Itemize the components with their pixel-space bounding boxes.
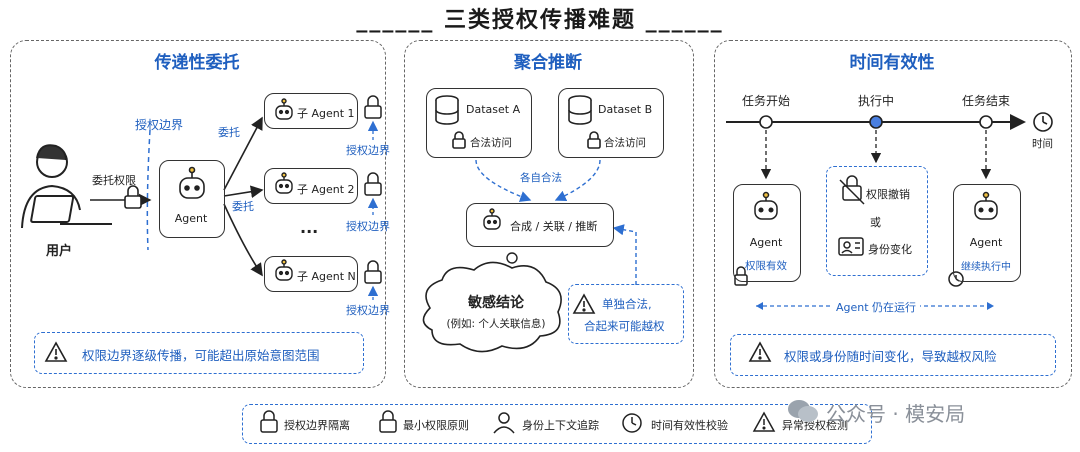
warning-icon — [572, 293, 596, 314]
panel-title-aggregation: 聚合推断 — [514, 53, 582, 73]
agent-start-label: Agent — [749, 236, 783, 249]
legal-access-a: 合法访问 — [470, 137, 512, 149]
warning-box-aggregation — [568, 284, 684, 344]
perm-valid-label: 权限有效 — [745, 260, 787, 272]
change-box — [826, 166, 928, 276]
legend-item-identity: 身份上下文追踪 — [522, 419, 599, 432]
robot-icon — [483, 208, 501, 230]
wechat-icon — [788, 400, 818, 422]
dataset-b-label: Dataset B — [598, 103, 653, 116]
task-end-label: 任务结束 — [961, 94, 1010, 108]
legend-item-time: 时间有效性校验 — [651, 419, 728, 432]
lock-icon — [260, 410, 278, 433]
ellipsis: ... — [300, 218, 319, 237]
timeline-node-start — [759, 115, 773, 129]
user-icon — [21, 144, 112, 229]
revoke-label: 权限撤销 — [866, 188, 910, 201]
warning-text-aggregation-1: 单独合法, — [602, 297, 652, 311]
user-label: 用户 — [46, 244, 73, 259]
sub-agent-1-label: 子 Agent 1 — [297, 107, 355, 120]
entrust-permission-label: 委托权限 — [92, 174, 136, 187]
watermark-text: 公众号 · 模安局 — [826, 402, 966, 426]
sub-agent-n-box[interactable] — [264, 256, 358, 292]
panel-transitive — [10, 40, 386, 388]
boundary-label-2: 授权边界 — [346, 220, 390, 233]
legend-item-boundary: 授权边界隔离 — [284, 419, 350, 432]
sub-agent-n-label: 子 Agent N — [297, 270, 356, 283]
legend-item-least-privilege: 最小权限原则 — [403, 419, 469, 432]
id-card-icon — [838, 237, 864, 256]
warning-box-temporal — [730, 334, 1056, 376]
lock-icon — [379, 410, 397, 433]
legend-item-anomaly: 异常授权检测 — [782, 419, 848, 432]
panel-aggregation — [404, 40, 694, 388]
delegate-label-1: 委托 — [218, 126, 240, 139]
lock-icon — [364, 260, 382, 284]
robot-icon — [275, 259, 293, 281]
legal-access-b: 合法访问 — [604, 137, 646, 149]
agent-end-box[interactable] — [953, 184, 1021, 282]
identity-change-label: 身份变化 — [868, 243, 912, 256]
warning-text-aggregation-2: 合起来可能越权 — [584, 319, 665, 333]
lock-icon — [587, 131, 601, 149]
delegate-label-2: 委托 — [232, 200, 254, 213]
agent-label: Agent — [174, 212, 208, 225]
dataset-a-label: Dataset A — [466, 103, 521, 116]
boundary-label-n: 授权边界 — [346, 304, 390, 317]
agent-start-box[interactable] — [733, 184, 801, 282]
page-title: ______ 三类授权传播难题 ______ — [356, 8, 724, 33]
lock-icon — [364, 172, 382, 196]
sub-agent-2-box[interactable] — [264, 168, 358, 204]
continue-label: 继续执行中 — [961, 262, 1011, 273]
robot-icon — [179, 166, 205, 199]
boundary-label-1: 授权边界 — [346, 144, 390, 157]
warning-icon — [44, 341, 68, 362]
lock-icon — [452, 131, 466, 149]
agent-end-label: Agent — [969, 236, 1003, 249]
warning-icon — [748, 341, 772, 362]
database-icon — [435, 95, 459, 125]
lock-icon — [124, 185, 142, 209]
sub-agent-2-label: 子 Agent 2 — [297, 183, 355, 196]
warning-icon — [752, 411, 776, 432]
dataset-b-box[interactable] — [558, 88, 664, 158]
panel-title-temporal: 时间有效性 — [849, 53, 935, 73]
sub-agent-1-box[interactable] — [264, 93, 358, 129]
warning-text-transitive: 权限边界逐级传播，可能超出原始意图范围 — [82, 348, 320, 363]
panel-temporal — [714, 40, 1072, 388]
panel-title-transitive: 传递性委托 — [154, 53, 240, 73]
clock-icon — [622, 413, 642, 433]
timeline-node-progress — [869, 115, 883, 129]
watermark: 公众号 · 模安局 — [786, 396, 1048, 426]
timeline-node-end — [979, 115, 993, 129]
or-label: 或 — [870, 216, 881, 229]
robot-icon — [974, 191, 998, 220]
warning-text-temporal: 权限或身份随时间变化，导致越权风险 — [784, 349, 997, 364]
in-progress-label: 执行中 — [857, 94, 894, 108]
each-legal-label: 各自合法 — [520, 172, 562, 184]
lock-icon — [364, 95, 382, 119]
clock-icon — [1033, 112, 1053, 132]
task-start-label: 任务开始 — [741, 94, 790, 108]
warning-box-transitive — [34, 332, 364, 374]
dataset-a-box[interactable] — [426, 88, 532, 158]
database-icon — [568, 95, 592, 125]
sensitive-cloud — [422, 261, 562, 353]
robot-icon — [275, 98, 293, 120]
cloud-subtitle: (例如: 个人关联信息) — [446, 318, 546, 330]
agent-box[interactable] — [159, 160, 225, 238]
robot-icon — [275, 172, 293, 194]
legend-box — [242, 404, 872, 444]
auth-boundary-top-label: 授权边界 — [135, 118, 184, 132]
synth-label: 合成 / 关联 / 推断 — [510, 220, 598, 233]
revoked-lock-icon — [839, 175, 865, 205]
robot-icon — [754, 191, 778, 220]
still-running-label: Agent 仍在运行 — [832, 299, 921, 315]
synth-box[interactable] — [466, 203, 614, 247]
time-label: 时间 — [1032, 138, 1053, 150]
cloud-title: 敏感结论 — [468, 295, 524, 311]
user-icon — [493, 412, 515, 434]
